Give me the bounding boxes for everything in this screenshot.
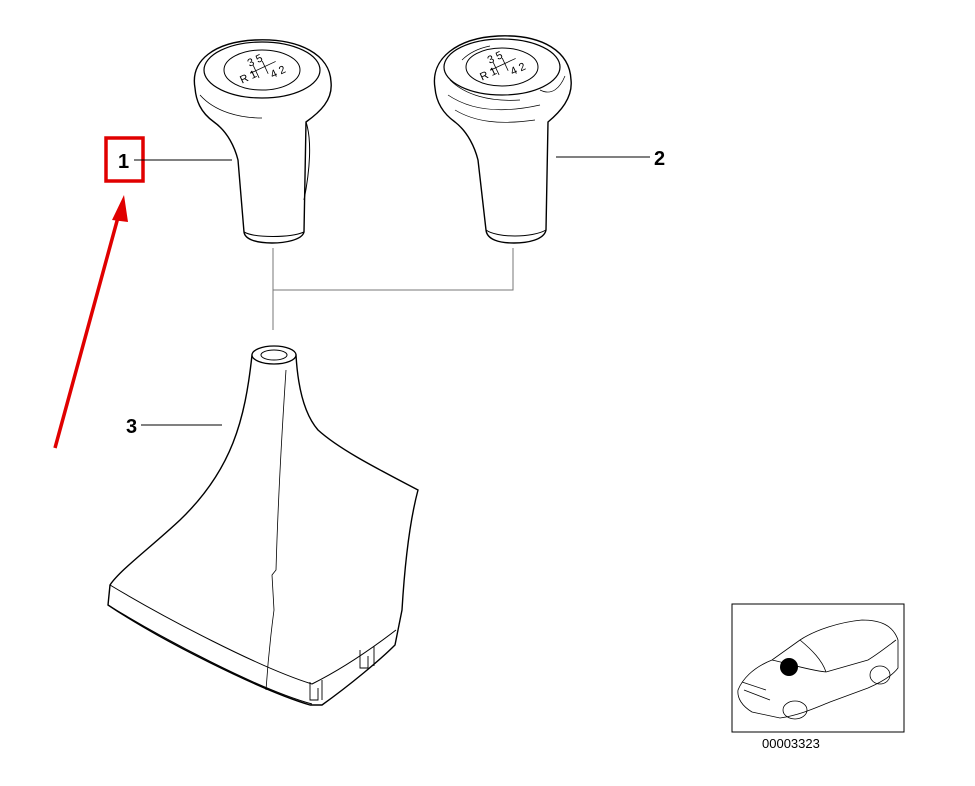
gear-knob-2[interactable]: 3 5 R 1 4 2 — [433, 35, 572, 244]
highlight-arrow — [53, 195, 128, 449]
car-outline-icon — [737, 619, 899, 720]
callout-2-label: 2 — [654, 148, 665, 170]
callout-2[interactable]: 2 — [556, 148, 665, 170]
callout-1-label: 1 — [118, 151, 129, 173]
location-marker-icon — [780, 658, 798, 676]
gear-knob-1[interactable]: 3 5 R 1 4 2 — [193, 39, 332, 244]
assembly-connector-lines — [272, 248, 514, 330]
callout-3[interactable]: 3 — [126, 416, 222, 438]
callout-3-label: 3 — [126, 416, 137, 438]
shift-pattern-right: 4 2 — [269, 64, 288, 81]
shift-boot[interactable] — [107, 345, 419, 706]
shift-pattern-top: 3 5 — [246, 52, 265, 69]
callout-1[interactable]: 1 — [104, 136, 232, 183]
shift-pattern-2: 3 5 R 1 4 2 — [478, 49, 528, 83]
shift-pattern-right: 4 2 — [509, 61, 528, 78]
car-location-thumbnail: 00003323 — [731, 603, 905, 751]
shift-pattern-top: 3 5 — [486, 49, 505, 66]
diagram-code: 00003323 — [762, 736, 820, 751]
